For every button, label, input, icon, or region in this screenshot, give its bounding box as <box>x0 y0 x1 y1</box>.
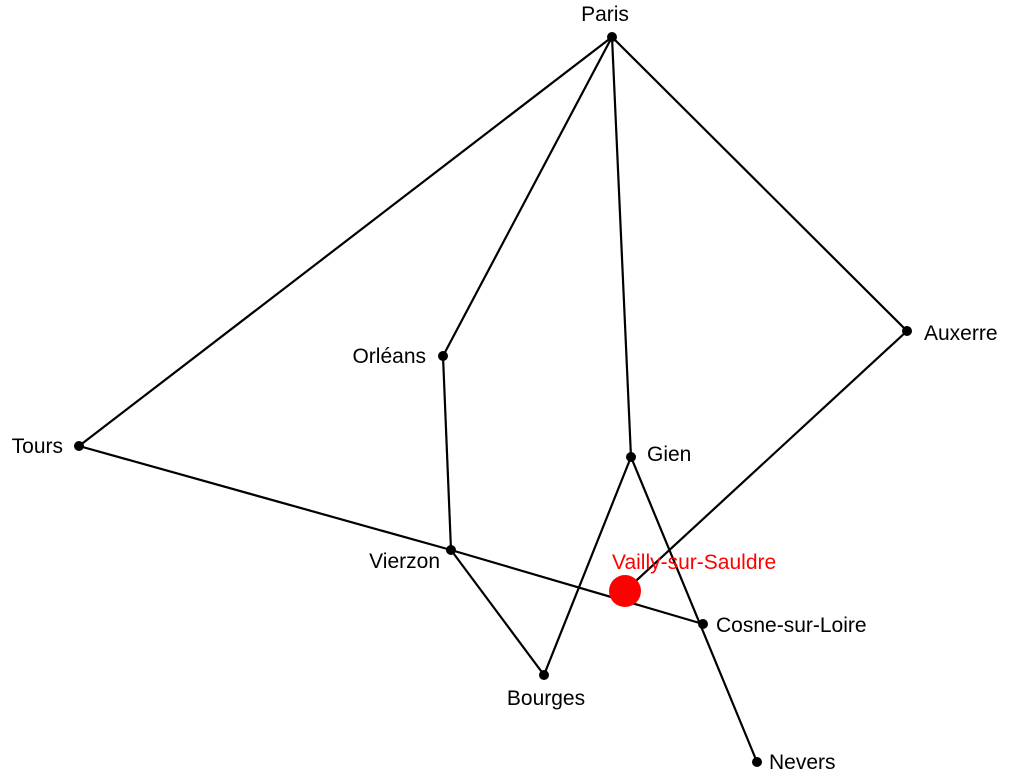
edge-vierzon-bourges <box>449 548 546 677</box>
label-vailly-sur-sauldre: Vailly-sur-Sauldre <box>612 551 776 574</box>
label-cosne-sur-loire: Cosne-sur-Loire <box>716 614 867 637</box>
highlight-marker[interactable]: Vailly-sur-Sauldre <box>609 551 776 607</box>
edge-auxerre-vailly <box>623 329 909 593</box>
node-orleans[interactable] <box>438 351 448 361</box>
edge-paris-tours <box>77 35 614 448</box>
label-tours: Tours <box>12 435 63 458</box>
edge-orleans-vierzon <box>441 354 453 552</box>
node-vierzon[interactable] <box>446 545 456 555</box>
connections <box>77 35 909 764</box>
label-orleans: Orléans <box>352 345 426 368</box>
label-bourges: Bourges <box>507 687 585 710</box>
edge-vierzon-cosne <box>449 548 705 626</box>
highlight-marker-icon[interactable] <box>609 575 641 607</box>
node-tours[interactable] <box>74 441 84 451</box>
label-gien: Gien <box>647 443 691 466</box>
edge-paris-orleans <box>441 35 614 358</box>
label-vierzon: Vierzon <box>369 550 440 573</box>
edge-paris-gien <box>610 35 633 459</box>
node-nevers[interactable] <box>752 757 762 767</box>
edge-bourges-gien <box>542 455 633 677</box>
node-bourges[interactable] <box>539 670 549 680</box>
edge-gien-nevers <box>629 455 759 764</box>
node-auxerre[interactable] <box>902 326 912 336</box>
label-paris: Paris <box>581 3 629 26</box>
city-nodes <box>74 32 912 767</box>
city-labels: Paris Auxerre Orléans Tours Gien Vierzon… <box>12 3 998 774</box>
label-auxerre: Auxerre <box>924 322 998 345</box>
edge-tours-vierzon <box>77 444 453 552</box>
node-gien[interactable] <box>626 452 636 462</box>
node-cosne-sur-loire[interactable] <box>698 619 708 629</box>
edge-paris-auxerre <box>610 35 909 333</box>
node-paris[interactable] <box>607 32 617 42</box>
label-nevers: Nevers <box>769 751 836 774</box>
